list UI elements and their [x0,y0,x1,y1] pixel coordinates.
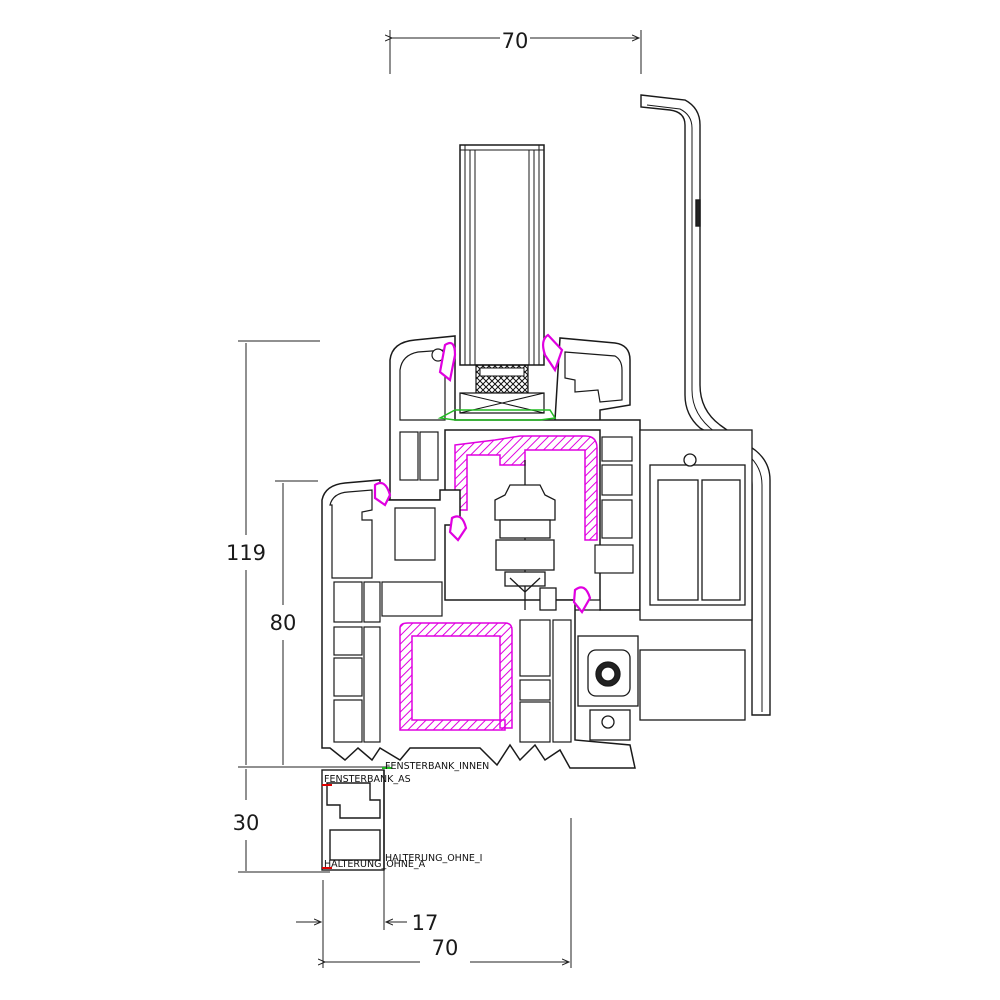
dimension-bottom-70 [325,818,572,968]
fitting-hardware [494,460,557,611]
dimension-height-119 [238,340,320,765]
dimension-height-80 [275,480,318,765]
label-fensterbank-as: FENSTERBANK_AS [324,774,411,785]
dim-sill-height-label: 30 [233,811,260,835]
label-fensterbank-innen: FENSTERBANK_INNEN [385,761,489,772]
label-halterung-ohne-i: HALTERUNG_OHNE_I [385,853,483,864]
sash-profile [389,335,641,611]
dim-frame-height-label: 80 [270,611,297,635]
window-handle [640,94,771,716]
dimension-offset-17 [296,860,407,968]
glazing-bead-marker [437,409,557,421]
sash-reinforcement [454,435,598,541]
dim-top-width-label: 70 [502,29,529,53]
dimension-height-30 [238,766,390,873]
dim-bottom-width-label: 70 [432,936,459,960]
dimension-top-70 [390,30,642,74]
glazing-unit [459,144,545,414]
handle-mechanism [577,429,753,741]
frame-reinforcement [399,622,513,731]
label-halterung-ohne-a: HALTERUNG_OHNE_A [324,859,426,870]
connection-markers [322,767,392,869]
sill-adapter-profile [321,769,385,871]
dim-sill-offset-label: 17 [412,911,439,935]
dim-total-height-label: 119 [226,541,266,565]
gaskets [373,333,592,614]
